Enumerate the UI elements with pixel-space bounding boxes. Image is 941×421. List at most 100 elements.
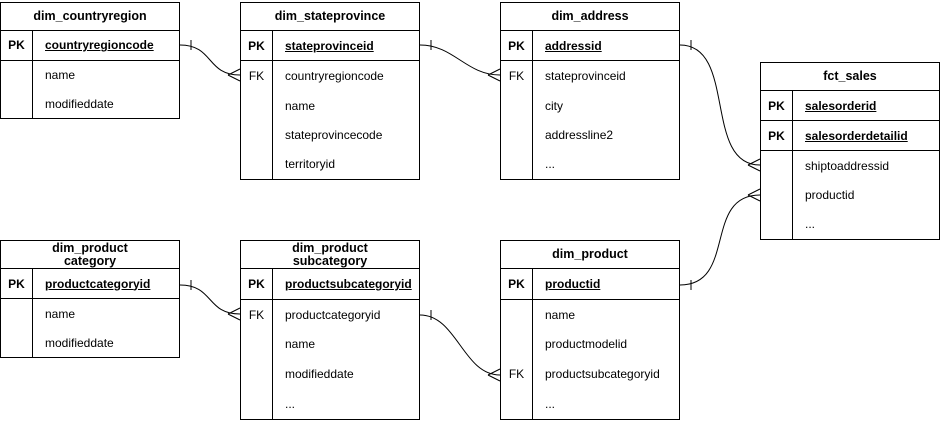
table-row: addressline2 (501, 120, 679, 150)
field-name: ... (545, 157, 556, 172)
table-row: modifieddate (1, 89, 179, 119)
field-name: name (285, 337, 316, 352)
table-row: PK productid (501, 269, 679, 300)
table-row: FK stateprovinceid (501, 61, 679, 91)
key-label (1, 89, 33, 119)
entity-title: dim_product category (1, 241, 179, 269)
table-row: FK productcategoryid (241, 299, 419, 330)
fk-label: FK (501, 61, 533, 91)
entity-dim-countryregion: dim_countryregion PK countryregioncode n… (0, 2, 180, 119)
table-row: ... (501, 149, 679, 180)
crow-foot-marker (487, 68, 501, 82)
pk-field: stateprovinceid (285, 38, 374, 53)
field-name: addressline2 (545, 127, 614, 142)
key-label (761, 151, 793, 181)
pk-label: PK (241, 269, 273, 299)
table-row: productmodelid (501, 329, 679, 360)
field-name: shiptoaddressid (805, 159, 890, 173)
table-row: name (241, 329, 419, 360)
pk-label: PK (1, 269, 33, 298)
connector-address-to-fctsales (679, 40, 761, 172)
pk-label: PK (761, 91, 793, 121)
table-row: PK salesorderid (761, 91, 939, 122)
table-row: name (1, 299, 179, 328)
pk-label: PK (761, 121, 793, 151)
field-name: modifieddate (45, 335, 114, 350)
key-label (241, 149, 273, 180)
table-row: FK countryregioncode (241, 61, 419, 91)
fk-label: FK (501, 359, 533, 390)
connector-stateprovince-to-address (419, 40, 501, 82)
pk-field: salesorderid (805, 98, 877, 113)
table-row: PK productsubcategoryid (241, 269, 419, 300)
pk-field: productsubcategoryid (285, 276, 412, 291)
table-row: modifieddate (241, 359, 419, 390)
field-name: name (545, 307, 576, 322)
table-row: ... (761, 209, 939, 240)
table-row: PK addressid (501, 31, 679, 62)
pk-label: PK (501, 31, 533, 61)
field-name: modifieddate (45, 96, 114, 111)
relationship-line (179, 44, 241, 76)
table-row: territoryid (241, 149, 419, 180)
field-name: ... (805, 217, 816, 232)
key-label (761, 180, 793, 210)
pk-field: salesorderdetailid (805, 128, 908, 143)
table-row: productid (761, 180, 939, 210)
relationship-line (679, 194, 761, 286)
crow-foot-marker (227, 68, 241, 82)
entity-title: fct_sales (761, 63, 939, 91)
table-row: name (501, 299, 679, 330)
connector-productsubcategory-to-product (419, 310, 501, 382)
key-label (501, 90, 533, 121)
entity-dim-stateprovince: dim_stateprovince PK stateprovinceid FK … (240, 2, 420, 180)
fk-label: FK (241, 61, 273, 91)
entity-title: dim_address (501, 3, 679, 31)
table-row: stateprovincecode (241, 120, 419, 150)
key-label (241, 359, 273, 390)
field-name: stateprovincecode (285, 127, 383, 142)
key-label (501, 149, 533, 180)
table-row: PK countryregioncode (1, 31, 179, 61)
entity-dim-productcategory: dim_product category PK productcategoryi… (0, 240, 180, 358)
entity-title: dim_product (501, 241, 679, 269)
pk-field: addressid (545, 38, 602, 53)
table-row: PK salesorderdetailid (761, 121, 939, 152)
entity-dim-productsubcategory: dim_product subcategory PK productsubcat… (240, 240, 420, 420)
field-name: productsubcategoryid (545, 367, 660, 382)
connector-countryregion-to-stateprovince (179, 40, 241, 82)
entity-title: dim_stateprovince (241, 3, 419, 31)
field-name: territoryid (285, 157, 336, 172)
table-row: shiptoaddressid (761, 151, 939, 181)
table-row: modifieddate (1, 328, 179, 357)
table-row: ... (241, 389, 419, 419)
entity-dim-address: dim_address PK addressid FK stateprovinc… (500, 2, 680, 180)
entity-dim-product: dim_product PK productid name productmod… (500, 240, 680, 420)
key-label (761, 209, 793, 240)
key-label (241, 389, 273, 419)
pk-label: PK (241, 31, 273, 61)
field-name: ... (545, 397, 556, 412)
key-label (501, 329, 533, 360)
crow-foot-marker (747, 158, 761, 172)
table-row: PK stateprovinceid (241, 31, 419, 62)
table-row: name (241, 90, 419, 121)
entity-title: dim_countryregion (1, 3, 179, 31)
pk-field: productcategoryid (45, 276, 151, 291)
table-row: ... (501, 389, 679, 419)
table-row: FK productsubcategoryid (501, 359, 679, 390)
pk-label: PK (501, 269, 533, 299)
connector-product-to-fctsales (679, 188, 761, 290)
key-label (1, 328, 33, 357)
relationship-line (179, 284, 241, 315)
field-name: name (285, 98, 316, 113)
key-label (241, 120, 273, 150)
fk-label: FK (241, 299, 273, 330)
entity-title: dim_product subcategory (241, 241, 419, 269)
pk-field: countryregioncode (45, 38, 154, 53)
relationship-line (419, 314, 501, 376)
crow-foot-marker (747, 188, 761, 202)
key-label (501, 120, 533, 150)
relationship-line (419, 44, 501, 76)
